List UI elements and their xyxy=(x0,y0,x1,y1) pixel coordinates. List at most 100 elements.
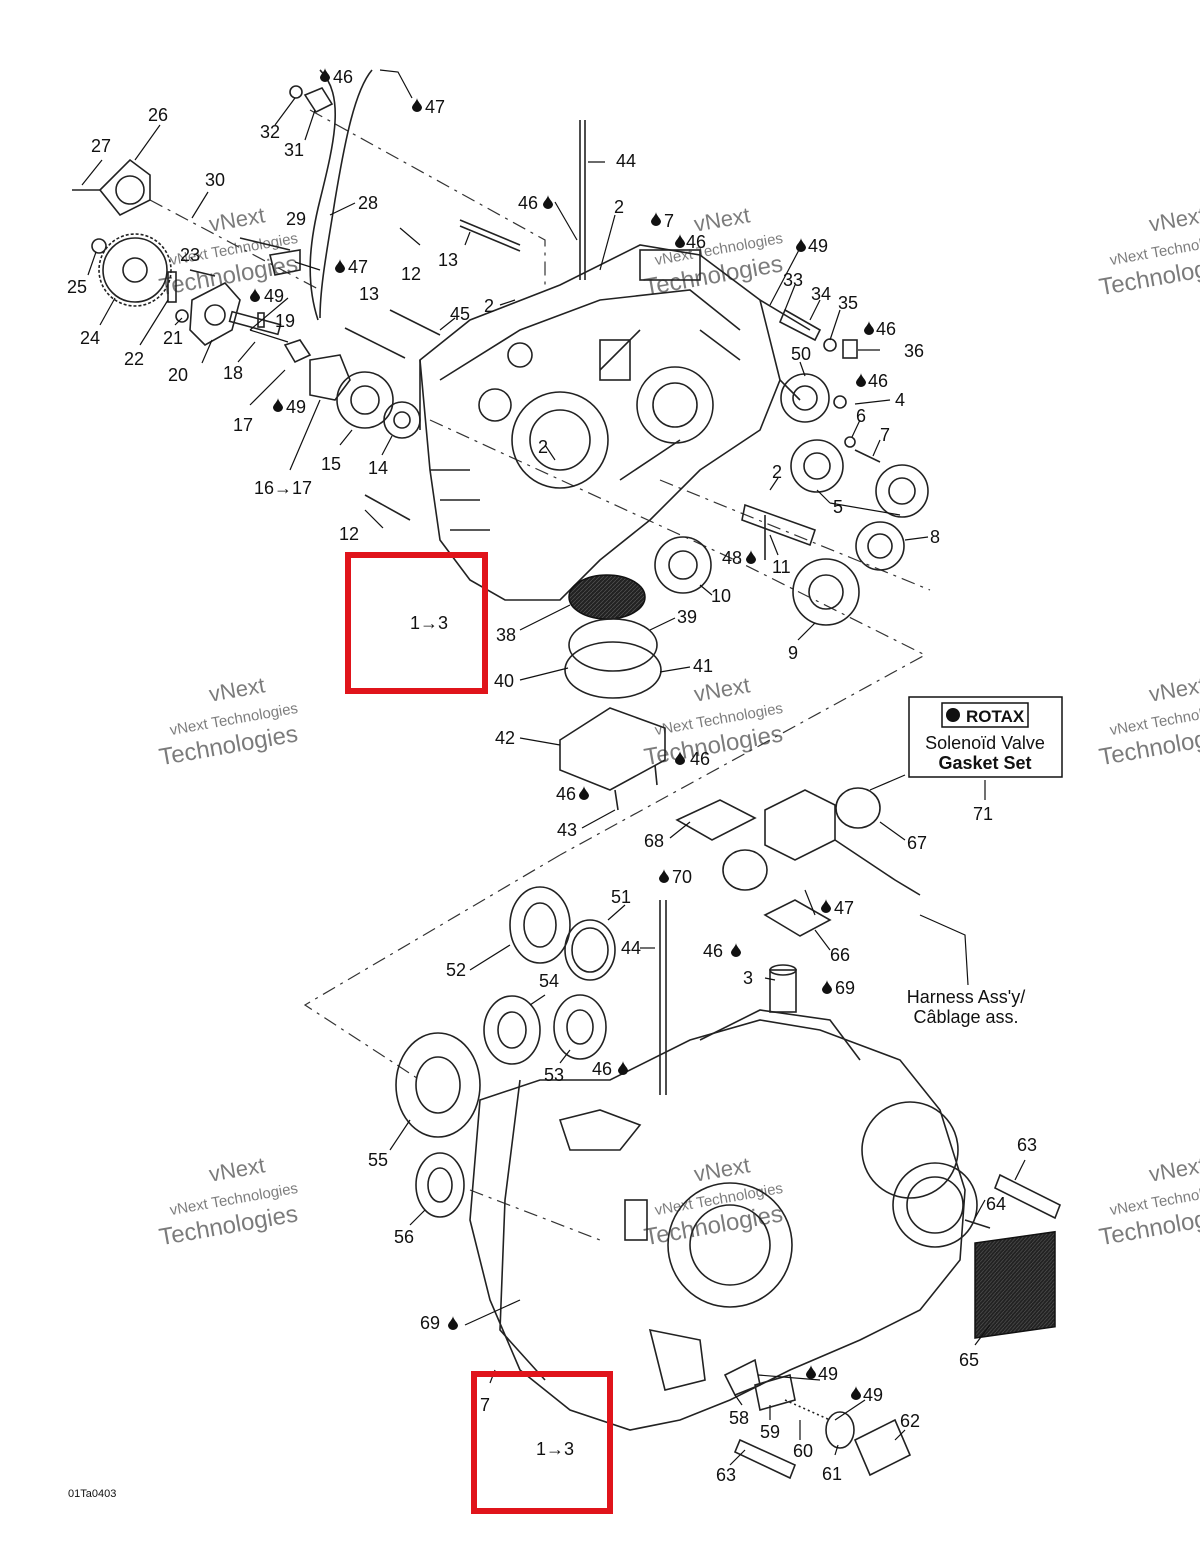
callout-13: 13 xyxy=(438,250,458,270)
callout-31: 31 xyxy=(284,140,304,160)
oil-drop-icon xyxy=(822,980,832,994)
oil-drop-icon xyxy=(731,943,741,957)
callout-33: 33 xyxy=(783,270,803,290)
callout-71: 71 xyxy=(973,804,993,824)
callout-21: 21 xyxy=(163,328,183,348)
callout-32: 32 xyxy=(260,122,280,142)
callout-8: 8 xyxy=(930,527,940,547)
callout-46: 46 xyxy=(876,319,896,339)
callout-24: 24 xyxy=(80,328,100,348)
callout-27: 27 xyxy=(91,136,111,156)
bearings-upper xyxy=(654,373,929,626)
callout-46: 46 xyxy=(556,784,576,804)
callout-61: 61 xyxy=(822,1464,842,1484)
callout-1-3: 1→3 xyxy=(536,1439,574,1459)
callout-12: 12 xyxy=(401,264,421,284)
callout-52: 52 xyxy=(446,960,466,980)
callout-49: 49 xyxy=(286,397,306,417)
note-line-2: Gasket Set xyxy=(938,753,1031,773)
callout-6: 6 xyxy=(856,406,866,426)
callout-22: 22 xyxy=(124,349,144,369)
bearings-lower xyxy=(395,886,797,1218)
callout-18: 18 xyxy=(223,363,243,383)
svg-text:vNext: vNext xyxy=(1147,1152,1200,1186)
oil-drop-icon xyxy=(579,786,589,800)
callout-2: 2 xyxy=(538,437,548,457)
highlight-box-upper xyxy=(345,552,488,694)
callout-49: 49 xyxy=(818,1364,838,1384)
harness-label-line-1: Harness Ass'y/ xyxy=(907,987,1025,1007)
callout-68: 68 xyxy=(644,831,664,851)
oil-drop-icon xyxy=(651,212,661,226)
callout-36: 36 xyxy=(904,341,924,361)
rotax-logo-icon xyxy=(946,708,960,722)
callout-4: 4 xyxy=(895,390,905,410)
callout-46: 46 xyxy=(686,232,706,252)
oil-drop-icon xyxy=(448,1316,458,1330)
svg-text:vNext: vNext xyxy=(1147,672,1200,706)
callout-34: 34 xyxy=(811,284,831,304)
callout-67: 67 xyxy=(907,833,927,853)
callout-1-3: 1→3 xyxy=(410,613,448,633)
oil-drop-icon xyxy=(856,373,866,387)
callout-35: 35 xyxy=(838,293,858,313)
callout-69: 69 xyxy=(835,978,855,998)
oil-drop-icon xyxy=(250,288,260,302)
callout-43: 43 xyxy=(557,820,577,840)
callout-46: 46 xyxy=(868,371,888,391)
callout-54: 54 xyxy=(539,971,559,991)
callout-28: 28 xyxy=(358,193,378,213)
callout-49: 49 xyxy=(808,236,828,256)
callout-51: 51 xyxy=(611,887,631,907)
callout-55: 55 xyxy=(368,1150,388,1170)
svg-text:vNext: vNext xyxy=(207,672,267,706)
callout-45: 45 xyxy=(450,304,470,324)
upper-crankcase-drawing xyxy=(419,120,801,601)
callout-23: 23 xyxy=(180,245,200,265)
callout-46: 46 xyxy=(592,1059,612,1079)
callout-49: 49 xyxy=(863,1385,883,1405)
callout-30: 30 xyxy=(205,170,225,190)
callout-9: 9 xyxy=(788,643,798,663)
oil-drop-icon xyxy=(659,869,669,883)
callout-3: 3 xyxy=(743,968,753,988)
lower-crankcase-drawing xyxy=(469,900,978,1431)
callout-12: 12 xyxy=(339,524,359,544)
svg-text:vNext: vNext xyxy=(1147,202,1200,236)
callout-47: 47 xyxy=(834,898,854,918)
callout-59: 59 xyxy=(760,1422,780,1442)
svg-text:vNext: vNext xyxy=(207,1152,267,1186)
callout-47: 47 xyxy=(348,257,368,277)
note-line-1: Solenoïd Valve xyxy=(925,733,1045,753)
callout-46: 46 xyxy=(333,67,353,87)
callout-16-17: 16→17 xyxy=(254,478,312,498)
oil-drop-icon xyxy=(543,195,553,209)
callout-40: 40 xyxy=(494,671,514,691)
callout-38: 38 xyxy=(496,625,516,645)
callout-39: 39 xyxy=(677,607,697,627)
callout-47: 47 xyxy=(425,97,445,117)
callout-15: 15 xyxy=(321,454,341,474)
callout-58: 58 xyxy=(729,1408,749,1428)
oil-drop-icon xyxy=(746,550,756,564)
callout-labels: 46 47 32 31 26 27 30 28 29 23 47 25 49 1… xyxy=(67,67,1037,1485)
oil-drop-icon xyxy=(675,234,685,248)
callout-20: 20 xyxy=(168,365,188,385)
callout-46: 46 xyxy=(518,193,538,213)
callout-7: 7 xyxy=(664,211,674,231)
callout-5: 5 xyxy=(833,497,843,517)
callout-53: 53 xyxy=(544,1065,564,1085)
callout-42: 42 xyxy=(495,728,515,748)
callout-44: 44 xyxy=(616,151,636,171)
svg-text:vNext: vNext xyxy=(207,202,267,236)
leader-lines xyxy=(81,69,1026,1466)
oil-drop-icon xyxy=(618,1061,628,1075)
oil-drop-icon xyxy=(864,321,874,335)
solenoid-gasket-note-box: ROTAX Solenoïd Valve Gasket Set xyxy=(908,696,1063,778)
callout-25: 25 xyxy=(67,277,87,297)
assembly-dashed-lines xyxy=(149,109,931,1241)
oil-drop-icon xyxy=(806,1365,816,1379)
callout-64: 64 xyxy=(986,1194,1006,1214)
callout-17: 17 xyxy=(233,415,253,435)
